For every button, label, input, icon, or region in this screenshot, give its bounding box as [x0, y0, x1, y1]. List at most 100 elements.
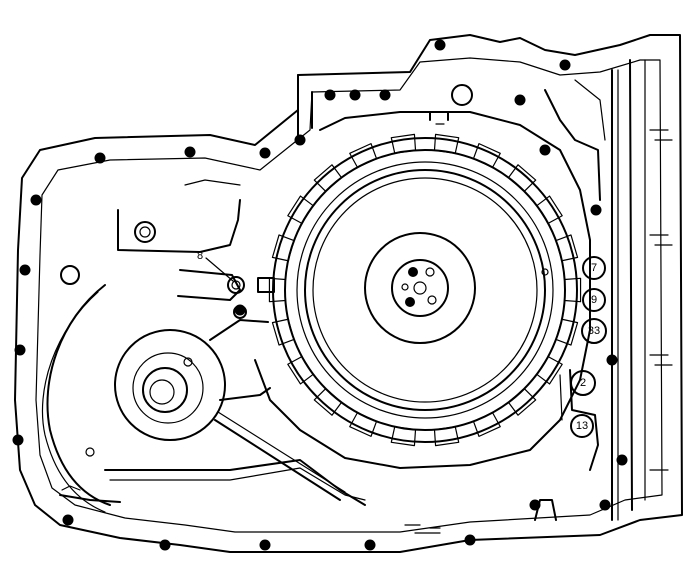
upper-left-passage: [117, 199, 241, 253]
drum-tooth: [555, 234, 579, 262]
drum-tooth: [268, 277, 286, 303]
drum-ring-4: [304, 169, 546, 411]
diagonal-rod-2: [217, 411, 346, 493]
left-bore-outer: [114, 329, 226, 441]
drum-tooth: [271, 234, 295, 262]
callout-33-label: 33: [588, 325, 600, 337]
left-bore-mid: [132, 352, 204, 424]
left-small-boss: [60, 265, 80, 285]
case-inner-gasket: [35, 57, 663, 533]
upper-left-boss: [134, 221, 156, 243]
upper-left-passage-2: [184, 179, 241, 186]
lower-channel-2: [109, 467, 366, 501]
upper-right-structure: [544, 89, 601, 201]
drum-housing-arc: [254, 111, 591, 469]
callout-9-label: 9: [591, 294, 597, 306]
bolt-head: [606, 354, 618, 366]
hub-outer: [364, 232, 476, 344]
drum-tooth: [313, 164, 343, 192]
right-small-hole: [541, 268, 549, 276]
bolt-head: [234, 304, 246, 316]
drum-ring-2: [284, 149, 566, 431]
callout-7-circle: [582, 256, 606, 280]
left-bore-inner: [142, 367, 188, 413]
left-sweep-channel-1: [46, 284, 111, 506]
hub-hole-3: [401, 283, 409, 291]
bolt-head: [14, 344, 26, 356]
callout-2-label: 2: [580, 377, 586, 389]
lower-left-hole: [85, 447, 95, 457]
bolt-head: [434, 39, 446, 51]
drum-tooth: [472, 143, 501, 168]
bore-bracket: [209, 319, 271, 401]
callout-8-leader: [205, 257, 234, 282]
drum-tooth: [287, 195, 314, 224]
hub-hole-1: [425, 267, 435, 277]
bolt-head: [590, 204, 602, 216]
drum-tooth: [390, 426, 417, 447]
drum-tooth: [536, 356, 563, 385]
left-bore-assembly: [114, 319, 271, 441]
hub-inner: [391, 259, 449, 317]
right-channel-2: [559, 374, 563, 421]
callout-13: 13: [570, 414, 594, 438]
top-bracket: [429, 111, 449, 121]
diagonal-rod: [214, 419, 341, 501]
lower-channel: [104, 459, 366, 506]
bottom-clip: [534, 499, 557, 521]
drum-assembly: [254, 111, 591, 469]
drum-tooth: [349, 143, 378, 168]
drum-tooth: [313, 388, 343, 416]
drum-tooth: [433, 133, 460, 154]
bolt-head: [62, 514, 74, 526]
drum-tooth: [536, 195, 563, 224]
bolt-head: [324, 89, 336, 101]
bottom-marks: [404, 524, 441, 534]
drum-teeth: [268, 133, 582, 447]
callout-8: 8: [197, 250, 234, 282]
callout-13-label: 13: [576, 420, 588, 432]
bottom-wall: [59, 494, 121, 503]
callout-9-circle: [582, 288, 606, 312]
bolt-head: [559, 59, 571, 71]
hub-bolt-1: [408, 267, 418, 277]
bolt-head: [259, 147, 271, 159]
perimeter-bolts: [12, 39, 628, 551]
port-8-inner: [231, 280, 241, 290]
bolt-head: [30, 194, 42, 206]
drum-tooth: [564, 277, 582, 303]
callout-8-label: 8: [197, 250, 203, 262]
bolt-head: [364, 539, 376, 551]
bolt-head: [599, 499, 611, 511]
bolt-head: [12, 434, 24, 446]
top-boss: [451, 84, 473, 106]
bolt-head: [184, 146, 196, 158]
callout-33-circle: [581, 318, 607, 344]
callout-33: 33: [581, 318, 607, 344]
bolt-head: [379, 89, 391, 101]
bolt-head: [159, 539, 171, 551]
bolt-head: [294, 134, 306, 146]
drum-tooth: [507, 388, 537, 416]
port-8: [227, 276, 245, 294]
case-outer-outline: [14, 34, 683, 553]
drum-tooth: [390, 133, 417, 154]
left-step-wall: [297, 74, 313, 143]
bore-pin: [183, 357, 193, 367]
bolt-head: [616, 454, 628, 466]
callout-13-circle: [570, 414, 594, 438]
left-bore-core: [149, 379, 175, 405]
callout-9: 9: [582, 288, 606, 312]
bolt-head: [94, 152, 106, 164]
lower-left-mark: [61, 485, 81, 491]
bolt-head: [514, 94, 526, 106]
upper-right-structure-2: [574, 79, 606, 141]
hub-bolt-2: [405, 297, 415, 307]
left-sweep-channel-2: [41, 291, 106, 513]
callout-2: 2: [570, 370, 596, 396]
hub-center: [413, 281, 427, 295]
drum-tooth: [433, 426, 460, 447]
drum-tooth: [507, 164, 537, 192]
hub-hole-2: [427, 295, 437, 305]
